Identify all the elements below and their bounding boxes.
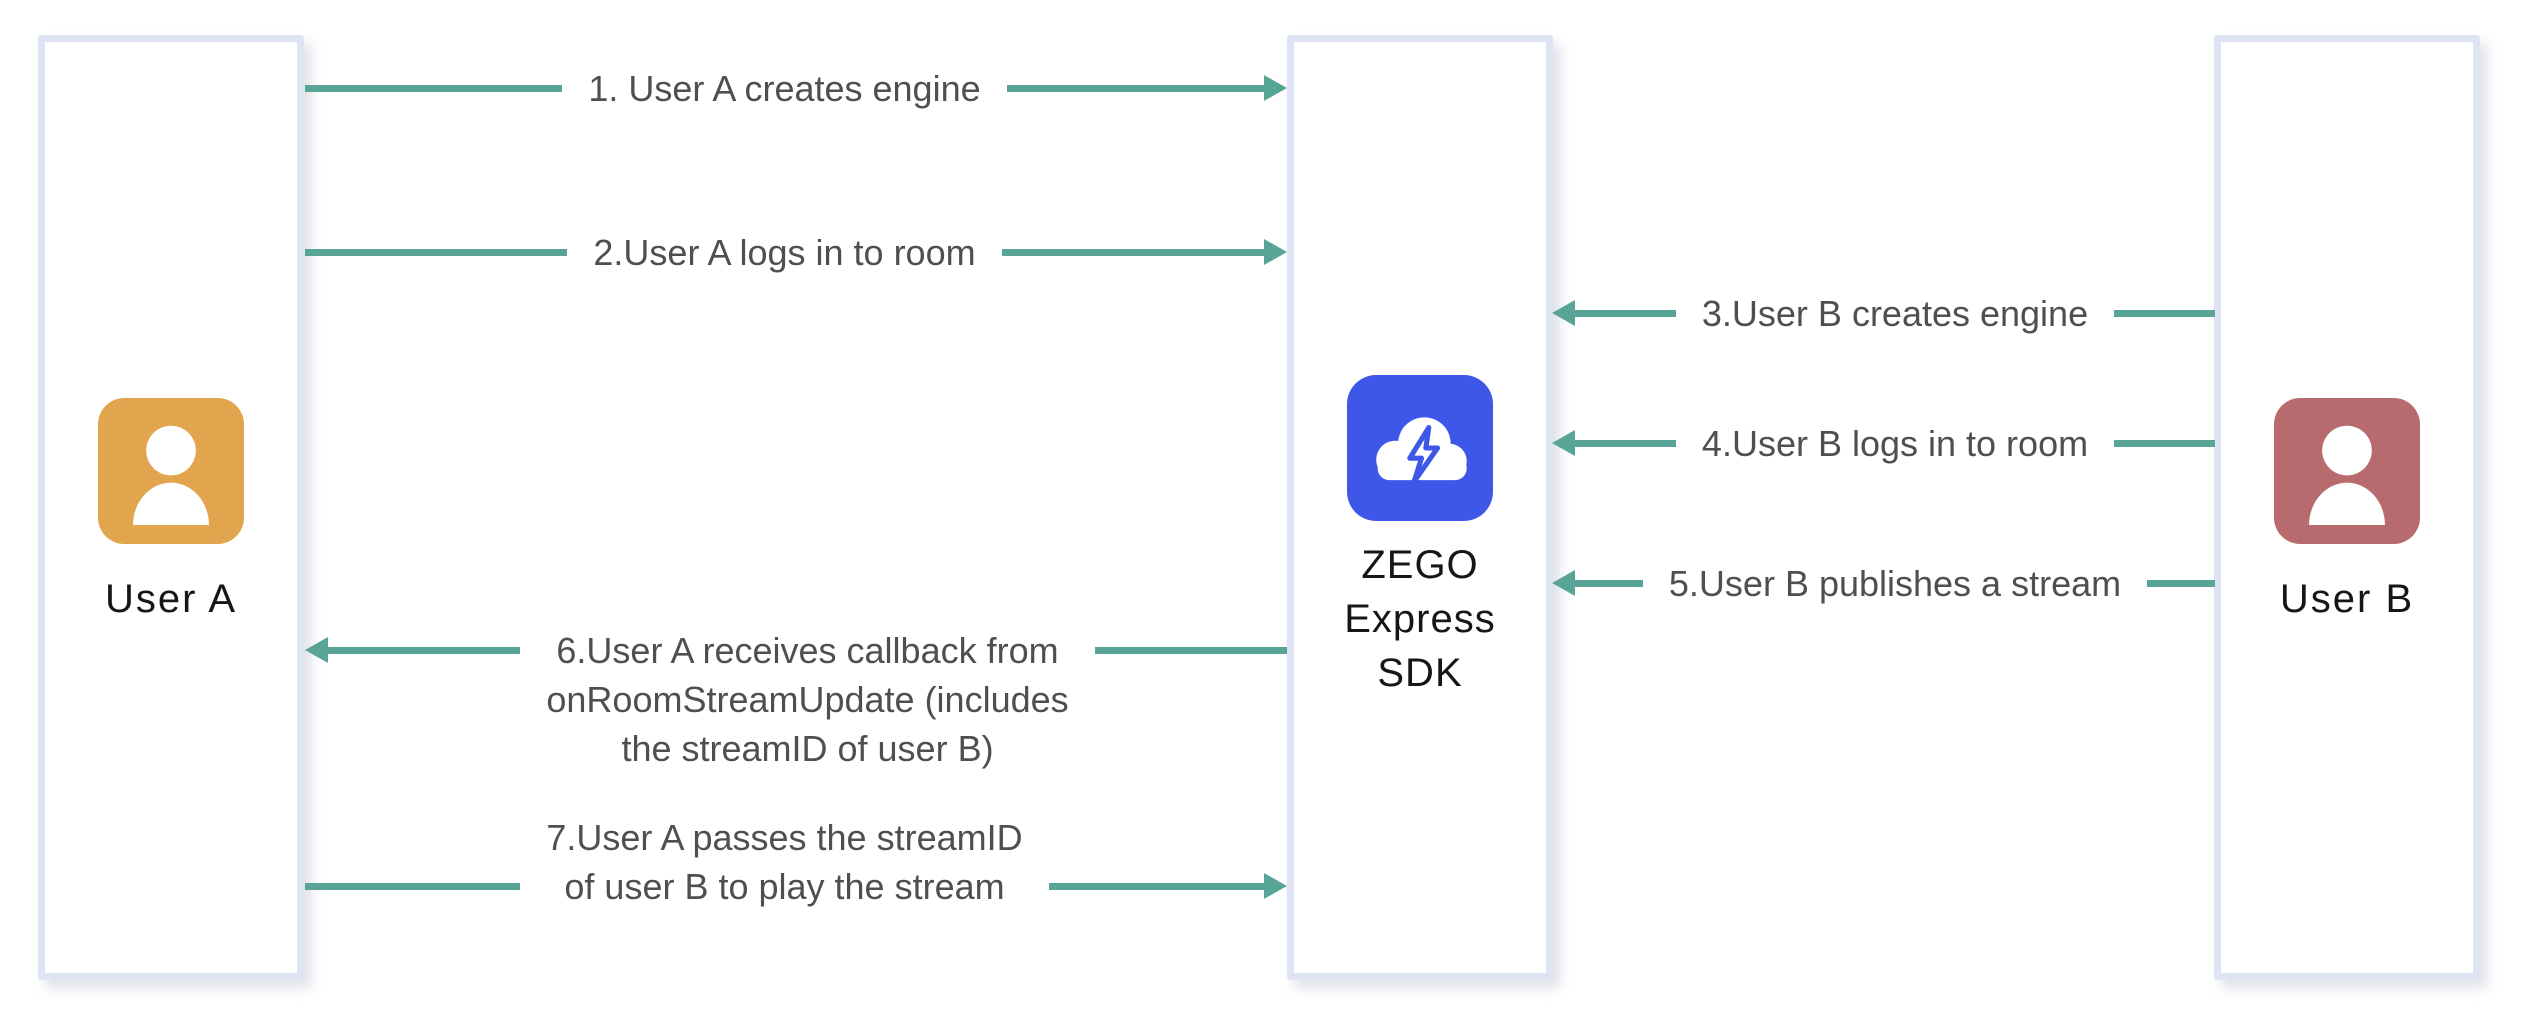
message-arrow-3: 3.User B creates engine (1552, 288, 2215, 338)
arrow-line (1094, 646, 1288, 654)
actor-label-user-a: User A (104, 577, 238, 621)
cloud-lightning-icon (1347, 375, 1493, 521)
arrow-line (1575, 439, 1676, 447)
message-label-line: 2.User A logs in to room (593, 231, 976, 273)
message-label: 5.User B publishes a stream (1643, 559, 2147, 608)
actor-card-user-a: User A (38, 35, 304, 980)
message-label: 6.User A receives callback from onRoomStr… (520, 626, 1094, 773)
arrow-line (1001, 248, 1264, 256)
message-label-line: 3.User B creates engine (1701, 292, 2089, 334)
message-label: 1. User A creates engine (562, 64, 1006, 113)
arrow-line (2147, 579, 2216, 587)
arrow-line (1575, 579, 1643, 587)
arrow-line (1006, 84, 1264, 92)
arrowhead-icon (305, 637, 328, 663)
sdk-label-line: SDK (1377, 651, 1463, 695)
message-arrow-4: 4.User B logs in to room (1552, 418, 2215, 468)
arrowhead-icon (1552, 570, 1575, 596)
arrow-line (305, 84, 563, 92)
sdk-label-line: Express (1344, 597, 1496, 641)
message-label-line: of user B to play the stream (564, 865, 1005, 907)
person-icon (98, 398, 244, 544)
message-arrow-5: 5.User B publishes a stream (1552, 558, 2216, 608)
arrowhead-icon (1552, 300, 1575, 326)
message-label-line: onRoomStreamUpdate (includes (546, 678, 1069, 720)
message-arrow-6: 6.User A receives callback from onRoomStr… (305, 625, 1288, 769)
message-label-line: 6.User A receives callback from (556, 629, 1059, 671)
message-label-line: 7.User A passes the streamID (546, 816, 1023, 858)
person-icon (2274, 398, 2420, 544)
sdk-label-line: ZEGO (1361, 543, 1479, 587)
message-label: 3.User B creates engine (1676, 289, 2114, 338)
arrow-line (305, 882, 521, 890)
actor-card-user-b: User B (2214, 35, 2480, 980)
arrowhead-icon (1264, 239, 1287, 265)
message-label-line: the streamID of user B) (621, 727, 994, 769)
message-label: 7.User A passes the streamID of user B to… (520, 813, 1048, 911)
arrow-line (1575, 309, 1676, 317)
arrowhead-icon (1552, 430, 1575, 456)
message-label-line: 5.User B publishes a stream (1668, 562, 2122, 604)
actor-label-zego-sdk: ZEGO Express SDK (1294, 538, 1546, 700)
arrow-line (2114, 439, 2215, 447)
message-label-line: 4.User B logs in to room (1701, 422, 2089, 464)
arrow-line (2114, 309, 2215, 317)
arrowhead-icon (1264, 75, 1287, 101)
arrow-line (328, 646, 521, 654)
message-label-line: 1. User A creates engine (588, 67, 981, 109)
message-arrow-2: 2.User A logs in to room (305, 227, 1287, 277)
message-label: 4.User B logs in to room (1676, 419, 2114, 468)
message-arrow-1: 1. User A creates engine (305, 63, 1287, 113)
message-arrow-7: 7.User A passes the streamID of user B to… (305, 817, 1287, 911)
arrow-line (305, 248, 568, 256)
actor-label-user-b: User B (2279, 577, 2415, 621)
arrowhead-icon (1264, 873, 1287, 899)
actor-card-zego-sdk: ZEGO Express SDK (1287, 35, 1553, 980)
arrow-line (1048, 882, 1264, 890)
message-label: 2.User A logs in to room (567, 228, 1001, 277)
